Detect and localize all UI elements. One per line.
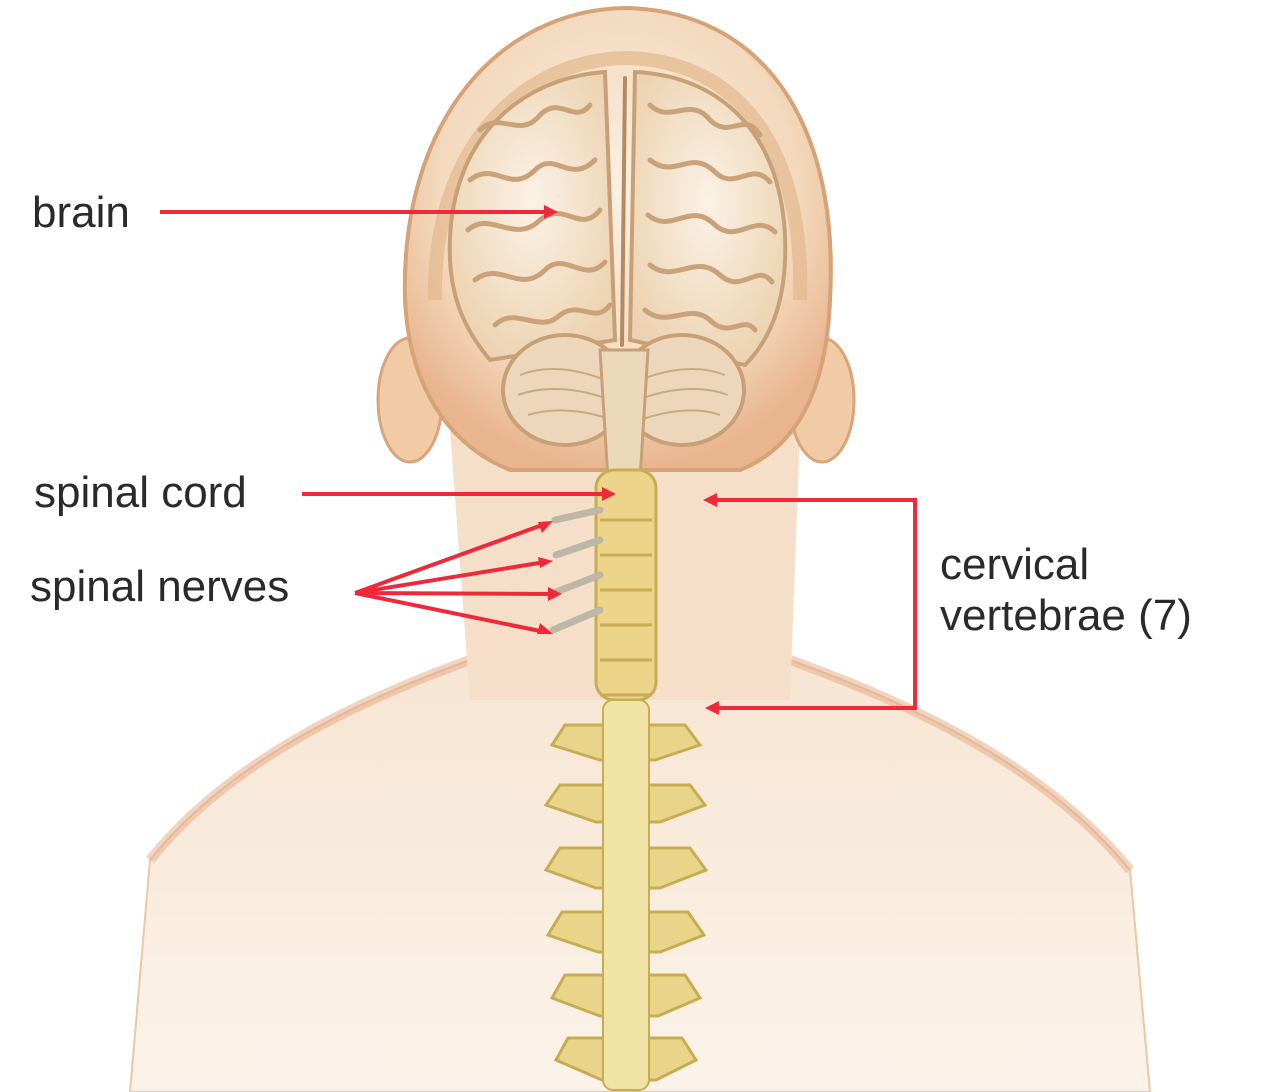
arrowheads [537, 205, 719, 715]
label-spinal-cord: spinal cord [34, 468, 247, 517]
label-cervical-line2: vertebrae (7) [940, 590, 1192, 640]
label-brain: brain [32, 188, 130, 237]
label-cervical-line1: cervical [940, 540, 1090, 589]
label-cervical-vertebrae: cervical vertebrae (7) [940, 540, 1192, 641]
leader-lines [160, 210, 917, 710]
label-spinal-nerves: spinal nerves [30, 562, 290, 611]
brain-illustration [447, 69, 788, 482]
spinal-nerve-roots [549, 506, 604, 634]
spinal-column [543, 468, 709, 1091]
